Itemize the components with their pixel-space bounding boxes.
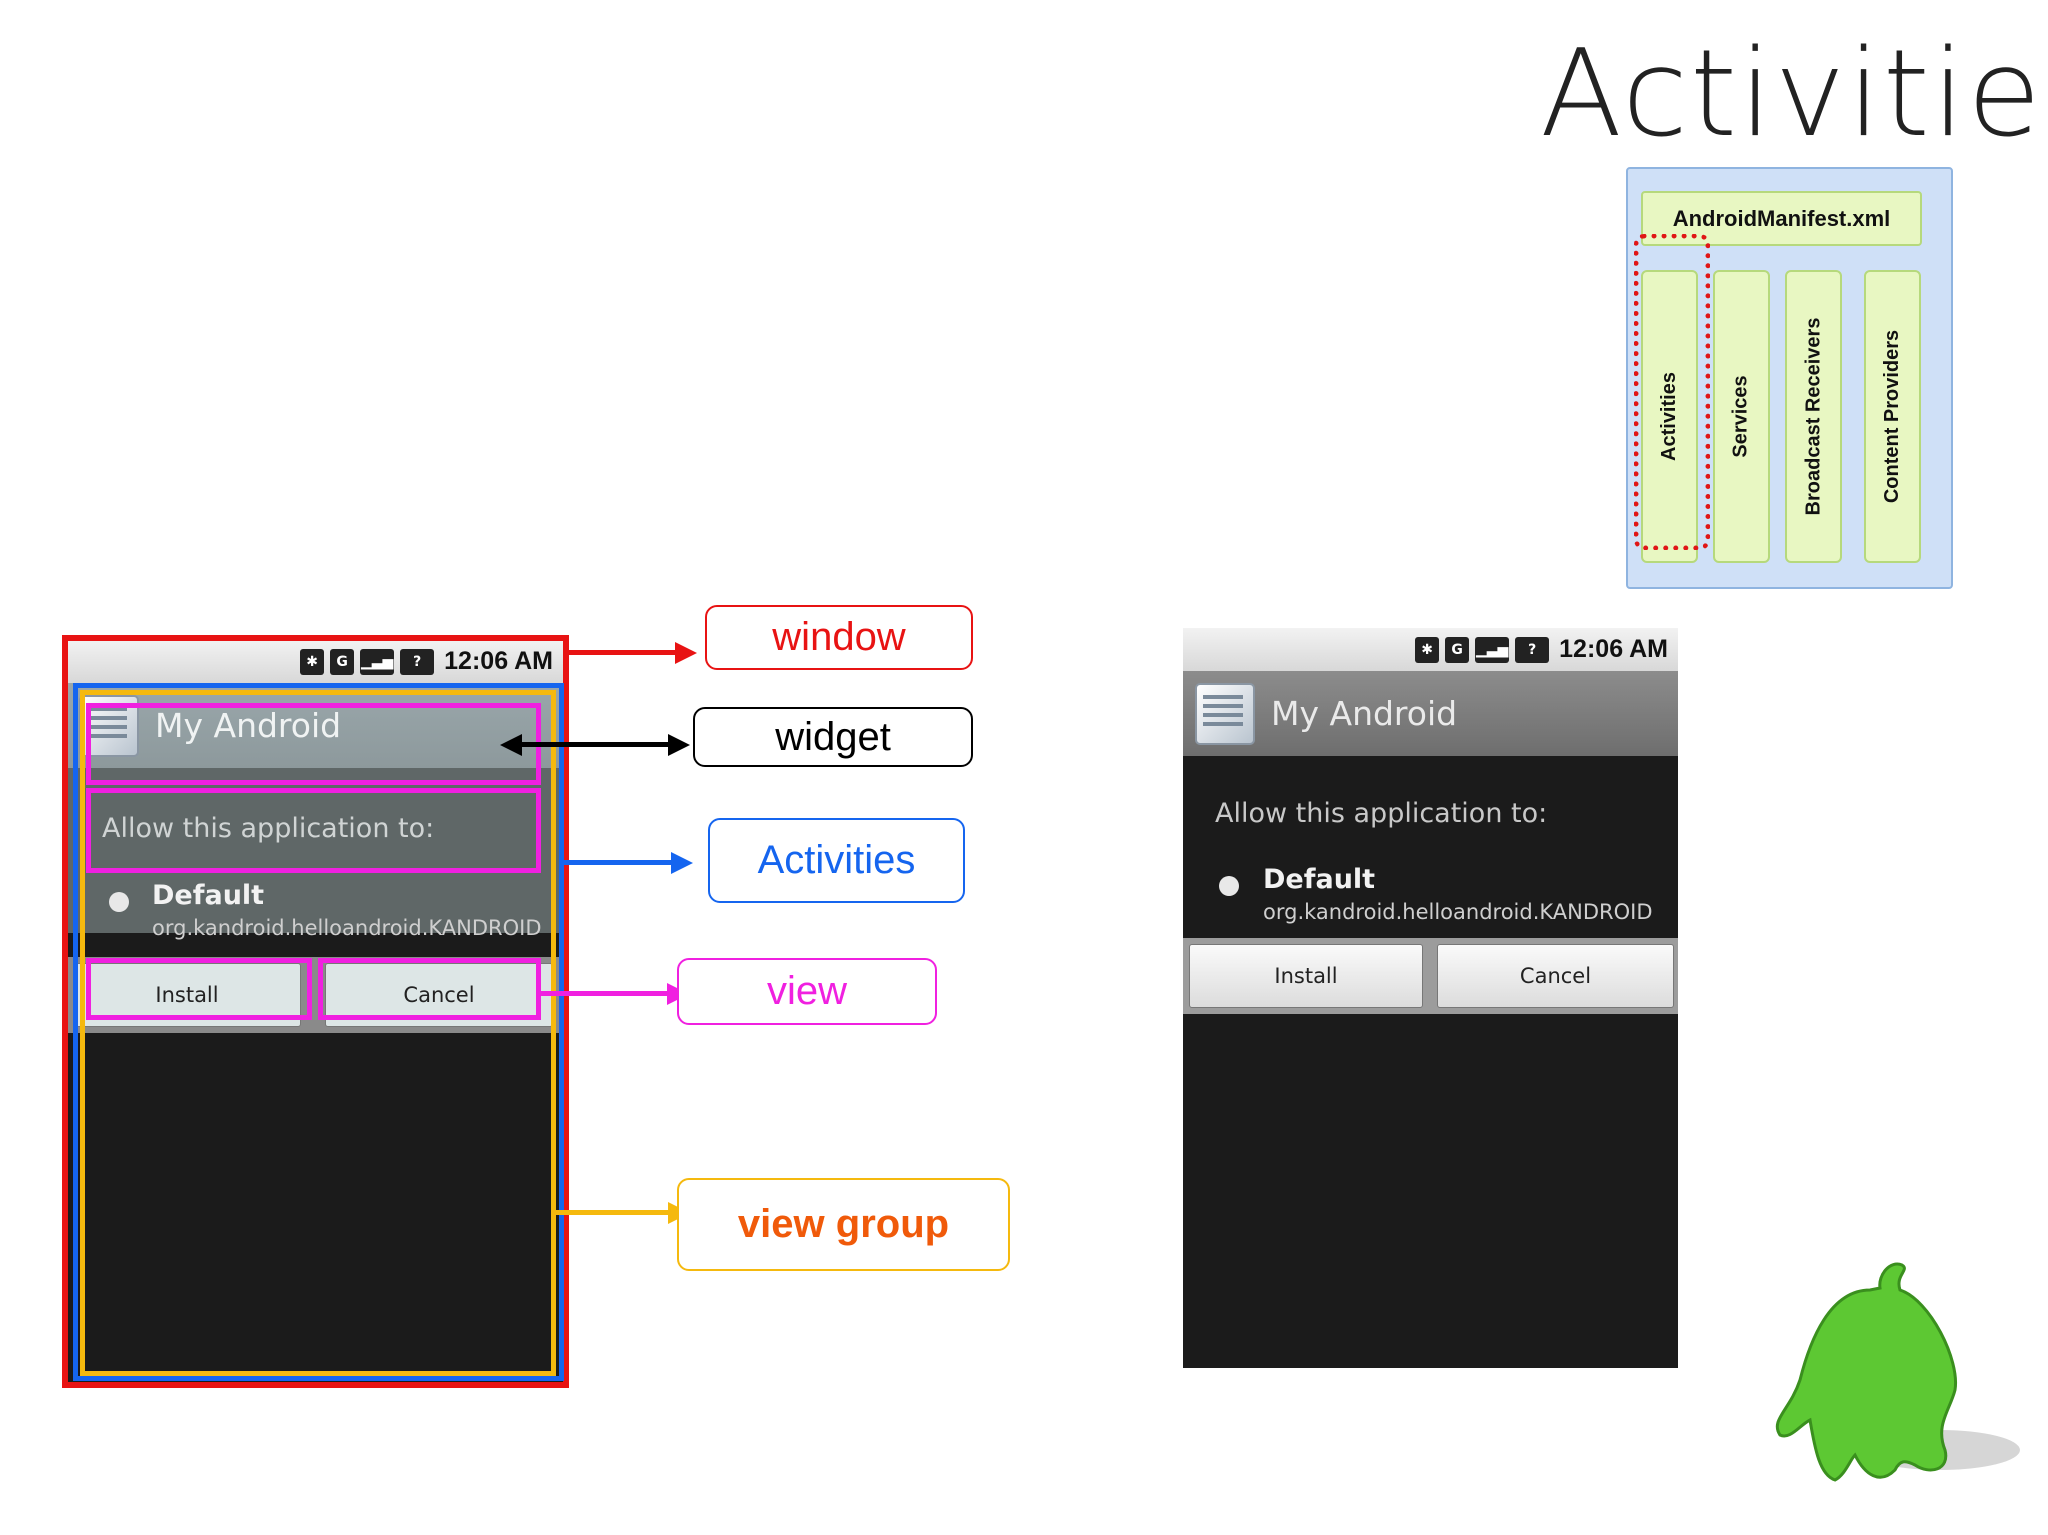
window-arrow (569, 650, 677, 655)
option-title: Default (152, 880, 265, 911)
permission-prompt: Allow this application to: (102, 813, 435, 844)
component-content-providers: Content Providers (1864, 270, 1921, 563)
widget-callout: widget (693, 707, 973, 767)
status-time: 12:06 AM (1559, 635, 1668, 663)
status-bar: ✱ G ▁▃▅ ? 12:06 AM (1183, 628, 1678, 671)
activities-arrow-head (671, 852, 693, 874)
cancel-button[interactable]: Cancel (1437, 944, 1674, 1008)
widget-outline (86, 703, 541, 785)
gprs-icon: G (1445, 636, 1470, 663)
install-view-outline (86, 958, 312, 1020)
option-subtitle: org.kandroid.helloandroid.KANDROID (1263, 900, 1653, 924)
signal-icon: ▁▃▅ (360, 648, 395, 675)
component-activities: Activities (1641, 270, 1698, 563)
app-title: My Android (155, 706, 342, 745)
default-radio[interactable] (109, 892, 129, 912)
permission-prompt: Allow this application to: (1215, 798, 1548, 829)
view-group-arrow (556, 1210, 670, 1215)
app-title: My Android (1271, 694, 1458, 733)
prompt-view-outline (86, 788, 541, 873)
activities-callout: Activities (708, 818, 965, 903)
view-group-callout: view group (677, 1178, 1010, 1271)
activities-outline (73, 683, 564, 1381)
content-panel (67, 768, 563, 933)
app-icon (1195, 682, 1255, 745)
install-button[interactable]: Install (1189, 944, 1423, 1008)
bluetooth-icon: ✱ (300, 648, 325, 675)
component-label: Content Providers (1881, 329, 1904, 504)
activities-arrow (563, 860, 673, 865)
window-callout: window (705, 605, 973, 670)
window-outline (62, 635, 569, 1388)
view-arrow (541, 991, 669, 996)
component-services: Services (1713, 270, 1770, 563)
gprs-icon: G (330, 648, 355, 675)
signal-icon: ▁▃▅ (1475, 636, 1510, 663)
component-label: Broadcast Receivers (1802, 317, 1825, 516)
cancel-view-outline (318, 958, 541, 1020)
view-group-outline (80, 690, 556, 1376)
widget-arrow-tail-head (500, 734, 522, 756)
title-bar: My Android (1183, 671, 1678, 756)
annotated-phone: ✱ G ▁▃▅ ? 12:06 AM My Android Allow this… (67, 640, 563, 1385)
status-time: 12:06 AM (444, 647, 553, 675)
android-mascot-illustration (1775, 1262, 2020, 1482)
unknown-sim-icon: ? (400, 648, 435, 675)
plain-phone: ✱ G ▁▃▅ ? 12:06 AM My Android Allow this… (1183, 628, 1678, 1368)
unknown-sim-icon: ? (1515, 636, 1550, 663)
component-label: Services (1730, 375, 1753, 458)
mascot-body (1775, 1262, 1958, 1482)
component-broadcast-receivers: Broadcast Receivers (1785, 270, 1842, 563)
view-callout: view (677, 958, 937, 1025)
option-title: Default (1263, 864, 1376, 895)
widget-arrow (520, 742, 670, 747)
status-bar: ✱ G ▁▃▅ ? 12:06 AM (67, 640, 563, 683)
widget-arrow-head (668, 734, 690, 756)
slide-title: Activities (1540, 25, 2048, 164)
option-subtitle: org.kandroid.helloandroid.KANDROID (152, 916, 542, 940)
default-radio[interactable] (1219, 876, 1239, 896)
button-row: Install Cancel (1183, 938, 1678, 1014)
activities-highlight (1634, 234, 1710, 550)
bluetooth-icon: ✱ (1415, 636, 1440, 663)
window-arrow-head (675, 642, 697, 664)
